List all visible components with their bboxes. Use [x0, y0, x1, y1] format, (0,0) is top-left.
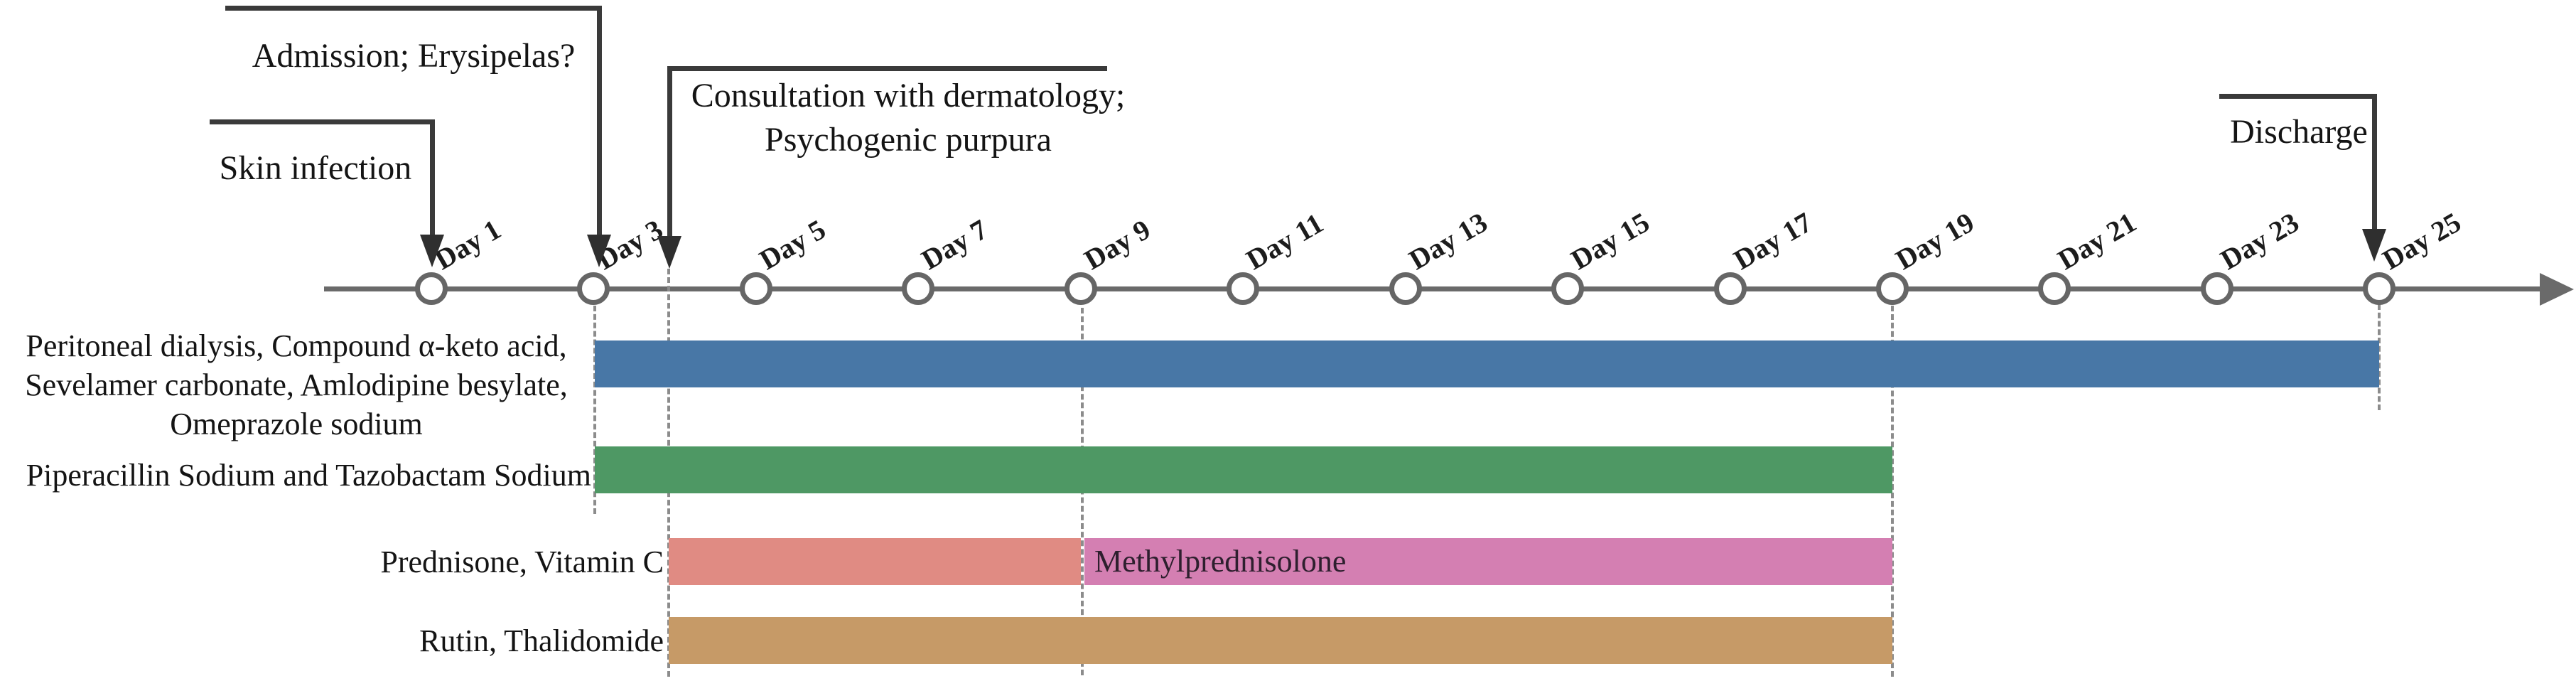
tick-day3 — [577, 272, 610, 305]
tick-day11 — [1227, 272, 1259, 305]
discharge-arrowhead-icon — [2362, 229, 2386, 262]
skin-infection-bracket — [210, 119, 435, 124]
day-label: Day 11 — [1241, 206, 1329, 277]
consultation-bracket — [669, 66, 1107, 71]
bar-prednisone — [669, 538, 1081, 585]
admission-arrowhead-icon — [587, 235, 611, 267]
row-label-prednisone: Prednisone, Vitamin C — [380, 545, 664, 579]
day-label: Day 23 — [2215, 205, 2305, 277]
timeline-axis — [324, 286, 2541, 291]
row-label-rutin: Rutin, Thalidomide — [419, 623, 664, 658]
bar-rutin-thalidomide — [669, 617, 1892, 664]
day-label: Day 7 — [916, 213, 993, 277]
annotation-consultation-line1: Consultation with dermatology; — [691, 77, 1126, 114]
consultation-arrowhead-icon — [657, 236, 681, 269]
day-label: Day 17 — [1728, 205, 1818, 277]
tick-day17 — [1714, 272, 1747, 305]
bar-methylprednisolone — [1084, 538, 1892, 585]
tick-day5 — [740, 272, 772, 305]
annotation-discharge: Discharge — [2230, 113, 2368, 151]
tick-day15 — [1551, 272, 1584, 305]
tick-day23 — [2201, 272, 2233, 305]
row-label-piperacillin: Piperacillin Sodium and Tazobactam Sodiu… — [26, 458, 591, 493]
day-label: Day 19 — [1890, 205, 1980, 277]
consultation-arrow-shaft — [667, 66, 672, 239]
admission-bracket — [225, 6, 602, 11]
day-label: Day 9 — [1079, 213, 1156, 277]
row-label-line: Omeprazole sodium — [170, 407, 423, 441]
skin-infection-arrow-shaft — [430, 119, 435, 237]
tick-day9 — [1065, 272, 1097, 305]
dashed-guide-day19 — [1891, 306, 1894, 677]
tick-day1 — [415, 272, 448, 305]
row-label-line: Peritoneal dialysis, Compound α-keto aci… — [26, 328, 567, 363]
day-label: Day 21 — [2052, 205, 2142, 277]
tick-day19 — [1876, 272, 1909, 305]
row-label-peritoneal: Peritoneal dialysis, Compound α-keto aci… — [0, 326, 593, 444]
axis-arrowhead-icon — [2540, 273, 2574, 306]
row-label-line: Sevelamer carbonate, Amlodipine besylate… — [25, 368, 568, 402]
day-label: Day 15 — [1565, 205, 1655, 277]
day-label: Day 25 — [2377, 205, 2467, 277]
tick-day25 — [2363, 272, 2396, 305]
skin-infection-arrowhead-icon — [420, 235, 444, 267]
annotation-consultation: Consultation with dermatology; Psychogen… — [624, 74, 1192, 162]
annotation-admission: Admission; Erysipelas? — [252, 37, 576, 75]
discharge-arrow-shaft — [2372, 94, 2377, 232]
bar-piperacillin — [595, 446, 1892, 493]
dashed-guide-day3 — [593, 306, 596, 514]
day-label: Day 13 — [1403, 205, 1493, 277]
annotation-skin-infection: Skin infection — [219, 149, 412, 187]
admission-arrow-shaft — [597, 6, 602, 237]
bar-label-methylprednisolone: Methylprednisolone — [1094, 544, 1347, 579]
tick-day13 — [1389, 272, 1422, 305]
day-label: Day 5 — [754, 213, 831, 277]
tick-day21 — [2038, 272, 2071, 305]
annotation-consultation-line2: Psychogenic purpura — [765, 121, 1052, 159]
discharge-bracket — [2219, 94, 2377, 99]
dashed-guide-day25 — [2378, 304, 2381, 410]
tick-day7 — [902, 272, 934, 305]
bar-peritoneal-dialysis — [595, 340, 2379, 387]
